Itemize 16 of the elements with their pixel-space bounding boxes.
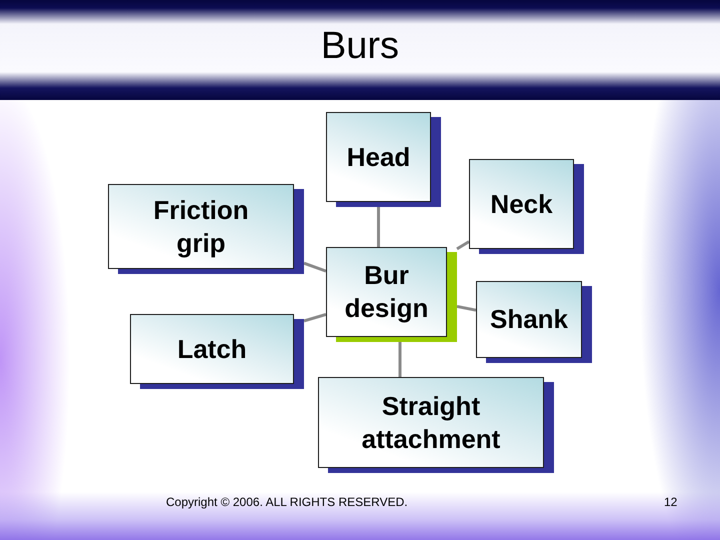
connector-line bbox=[377, 207, 380, 247]
box-label: Straight attachment bbox=[360, 390, 502, 456]
connector-line bbox=[456, 240, 470, 250]
box-label: Shank bbox=[490, 303, 568, 336]
box-label: Friction grip bbox=[152, 194, 250, 260]
box-label: Latch bbox=[177, 332, 247, 366]
page-number: 12 bbox=[664, 495, 678, 509]
box-label: Bur design bbox=[344, 259, 430, 325]
box-label: Head bbox=[346, 140, 410, 174]
slide-title: Burs bbox=[320, 24, 400, 68]
connector-line bbox=[304, 312, 326, 322]
connector-line bbox=[398, 342, 402, 377]
connector-line bbox=[304, 262, 326, 273]
copyright-notice: Copyright © 2006. ALL RIGHTS RESERVED. bbox=[166, 495, 408, 509]
box-label: Neck bbox=[490, 188, 553, 220]
connector-line bbox=[456, 304, 476, 312]
